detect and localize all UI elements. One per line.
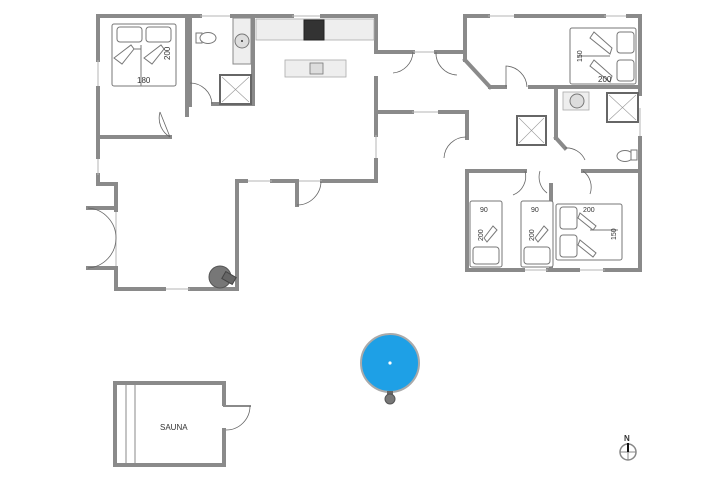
bed-width-label: 90 — [531, 207, 539, 214]
main-house-right-walls — [462, 14, 642, 272]
sauna-label: SAUNA — [160, 423, 188, 432]
hot-tub — [360, 333, 420, 405]
bed-length-label: 200 — [478, 229, 485, 241]
bed-length-label: 200 — [163, 46, 172, 60]
sink-icon — [569, 93, 585, 109]
bed-width-label: 90 — [480, 207, 488, 214]
kitchen-sink-icon — [309, 62, 324, 75]
doors-left — [86, 51, 467, 270]
kitchen — [255, 18, 375, 78]
bathroom-left — [195, 17, 252, 105]
compass-north-label: N — [624, 434, 630, 443]
doors-right — [505, 65, 592, 196]
bed-150-top — [569, 27, 637, 85]
bed-90-a — [469, 200, 503, 268]
compass-icon — [619, 443, 637, 461]
bed-width-label: 150 — [611, 228, 618, 240]
bed-length-label: 200 — [529, 229, 536, 241]
bed-length-label: 200 — [598, 75, 612, 84]
bed-length-label: 200 — [583, 207, 595, 214]
wood-stove-icon — [208, 265, 237, 289]
stove-icon — [303, 19, 325, 41]
bathroom-right — [562, 91, 639, 162]
bed-180 — [111, 23, 177, 87]
sauna-building — [113, 381, 251, 467]
bed-width-label: 180 — [137, 76, 151, 85]
bed-150-bottom — [555, 203, 623, 261]
bed-90-b — [520, 200, 554, 268]
main-house-left-walls — [96, 14, 469, 291]
bed-width-label: 150 — [577, 50, 584, 62]
